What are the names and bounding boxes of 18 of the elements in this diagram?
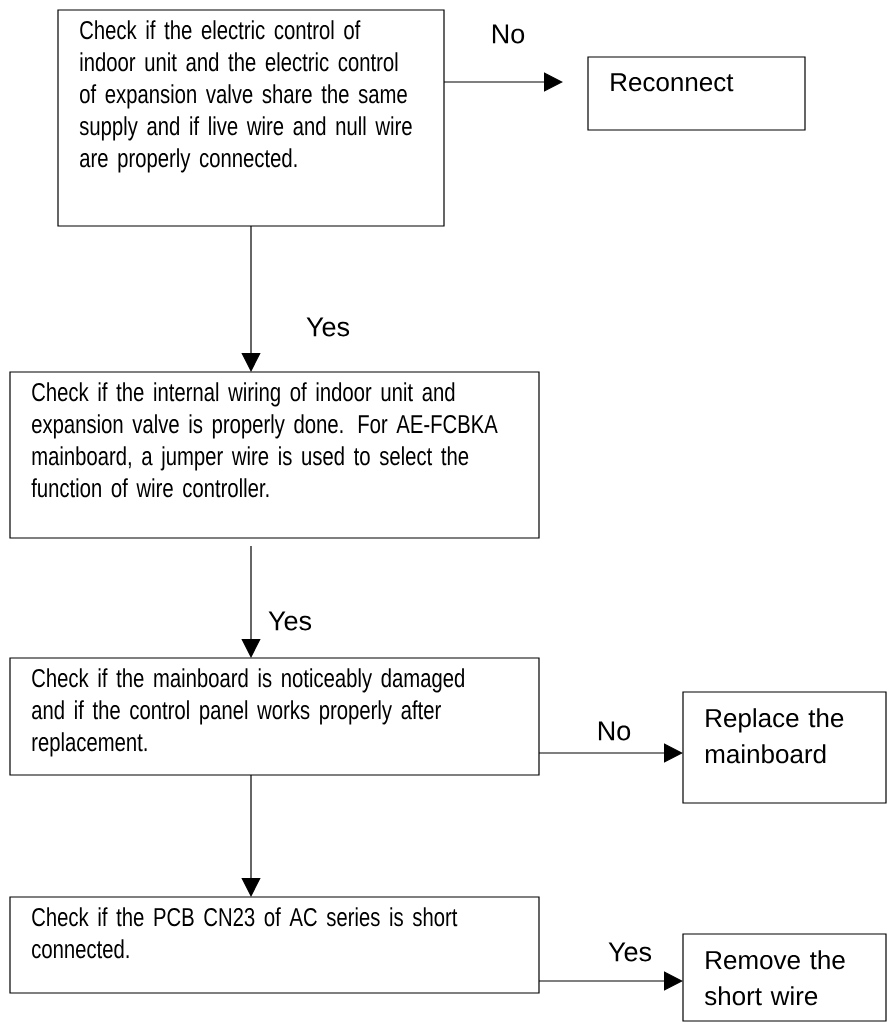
process-box: Replace the mainboard bbox=[682, 691, 887, 804]
process-box: Reconnect bbox=[587, 56, 806, 131]
arrow bbox=[538, 971, 683, 991]
arrow bbox=[241, 225, 261, 372]
process-box: Check if the PCB CN23 of AC series is short connected. bbox=[9, 896, 540, 994]
arrow bbox=[241, 774, 261, 897]
process-box: Check if the electric control of indoor unit and the electric control of expansion valve share the same supply and if live wire and null wire are properly connected. bbox=[57, 9, 445, 227]
process-box: Check if the mainboard is noticeably damaged and if the control panel works properly after replacement. bbox=[9, 657, 540, 776]
edge-label: No bbox=[489, 23, 527, 45]
edge-label: Yes bbox=[607, 941, 653, 963]
arrow bbox=[538, 743, 683, 763]
arrow bbox=[241, 545, 261, 658]
process-box: Check if the internal wiring of indoor unit and expansion valve is properly done. For AE-FCBKA mainboard, a jumper wire is used to select the function of wire controller. bbox=[9, 371, 540, 539]
edge-label: Yes bbox=[267, 610, 313, 632]
process-box: Remove the short wire bbox=[682, 933, 887, 1022]
arrow bbox=[443, 72, 563, 92]
edge-label: No bbox=[595, 720, 633, 742]
edge-label: Yes bbox=[304, 316, 351, 338]
